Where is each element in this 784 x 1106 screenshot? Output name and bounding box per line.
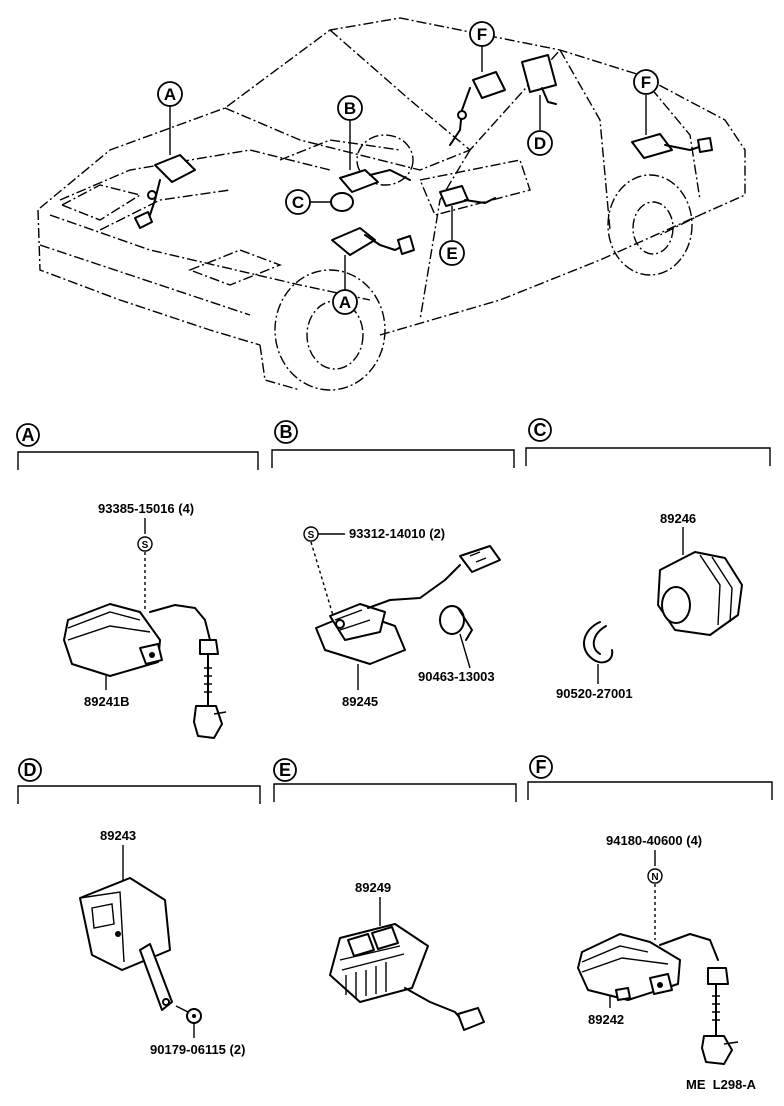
callout-f-top: F	[469, 21, 495, 47]
car-switch-e	[439, 185, 496, 240]
clamp-90463	[439, 605, 473, 641]
part-number-f-nut: 94180-40600 (4)	[606, 833, 702, 848]
svg-text:D: D	[534, 134, 546, 153]
computer-89243	[79, 877, 173, 1011]
part-number-b-bolt: 93312-14010 (2)	[349, 526, 445, 541]
part-number-d-bolt: 90179-06115 (2)	[150, 1042, 245, 1057]
svg-text:N: N	[651, 872, 658, 883]
part-number-a-bolt: 93385-15016 (4)	[98, 501, 194, 516]
svg-text:C: C	[534, 420, 547, 440]
car-cover-c	[310, 192, 354, 212]
svg-text:A: A	[339, 293, 351, 312]
clip-90520	[583, 621, 614, 664]
section-f-header: F	[527, 755, 773, 800]
section-a-header: A	[16, 423, 259, 470]
callout-e: E	[439, 240, 465, 266]
part-number-b-clamp: 90463-13003	[418, 669, 495, 684]
svg-text:C: C	[292, 193, 304, 212]
section-a: 93385-15016 (4) S 89241B	[63, 501, 227, 739]
car-actuator-f-rear	[631, 95, 713, 159]
cover-89246	[657, 551, 743, 636]
section-e: 89249	[329, 880, 485, 1031]
car-illustration: A A B C D E F F	[37, 17, 746, 391]
car-actuator-f-top	[449, 46, 506, 146]
part-number-a-actuator: 89241B	[84, 694, 130, 709]
svg-text:B: B	[280, 422, 293, 442]
part-number-c-cover: 89246	[660, 511, 696, 526]
callout-a-top: A	[157, 81, 183, 107]
bolt-90179	[175, 1005, 202, 1024]
section-c: 89246 90520-27001	[556, 511, 743, 701]
part-number-f-actuator: 89242	[588, 1012, 624, 1027]
section-b-header: B	[271, 420, 515, 468]
svg-text:D: D	[24, 760, 37, 780]
section-e-header: E	[273, 758, 517, 802]
section-d: 89243 90179-06115 (2)	[79, 828, 245, 1057]
svg-text:F: F	[536, 757, 547, 777]
svg-text:A: A	[22, 425, 35, 445]
part-number-c-clip: 90520-27001	[556, 686, 633, 701]
svg-text:S: S	[308, 530, 315, 541]
callout-f-rear: F	[633, 69, 659, 95]
section-c-header: C	[525, 418, 771, 466]
reference-code: ME L298-A	[686, 1077, 757, 1092]
svg-text:E: E	[446, 244, 457, 263]
svg-text:B: B	[344, 99, 356, 118]
part-number-d-computer: 89243	[100, 828, 136, 843]
callout-d: D	[527, 130, 553, 156]
callout-c: C	[285, 189, 311, 215]
part-number-e-switch: 89249	[355, 880, 391, 895]
section-f: 94180-40600 (4) N 89242	[577, 833, 739, 1065]
callout-b: B	[337, 95, 363, 121]
part-number-b-actuator: 89245	[342, 694, 378, 709]
car-actuator-b	[339, 120, 411, 193]
svg-text:E: E	[279, 760, 291, 780]
car-computer-d	[521, 54, 557, 130]
section-d-header: D	[17, 758, 261, 804]
callout-a-front: A	[332, 289, 358, 315]
svg-text:F: F	[477, 25, 487, 44]
actuator-89245	[315, 545, 501, 665]
svg-text:A: A	[164, 85, 176, 104]
svg-text:F: F	[641, 73, 651, 92]
section-b: S 93312-14010 (2) 89245 90463-13003	[303, 526, 501, 709]
car-actuator-a-front	[331, 227, 415, 290]
car-actuator-a-top	[134, 105, 196, 229]
switch-89249	[329, 923, 485, 1031]
actuator-89241b	[63, 603, 227, 739]
svg-text:S: S	[142, 540, 149, 551]
actuator-89242	[577, 933, 739, 1065]
